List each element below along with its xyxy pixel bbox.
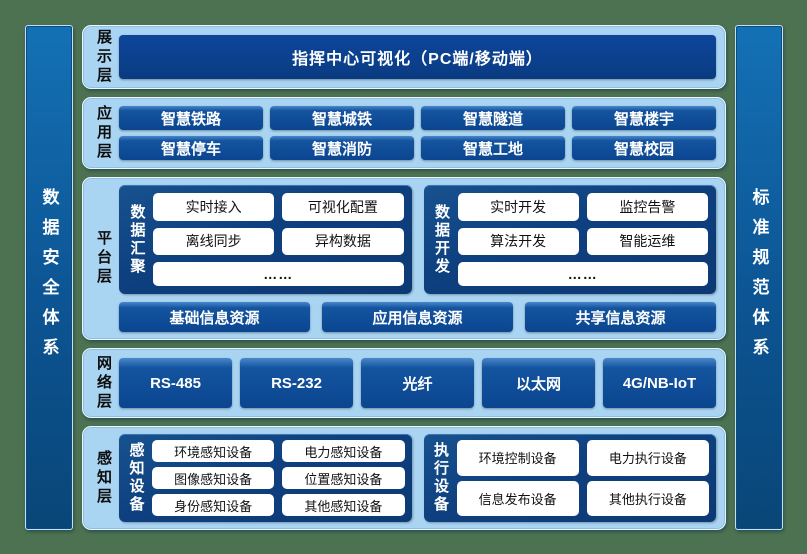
- device-chip: 其他感知设备: [282, 494, 405, 516]
- app-item: 智慧楼宇: [572, 106, 716, 130]
- network-grid: RS-485 RS-232 光纤 以太网 4G/NB-IoT: [119, 356, 716, 410]
- resource-bar: 基础信息资源: [119, 302, 310, 332]
- resource-row: 基础信息资源 应用信息资源 共享信息资源: [119, 302, 716, 332]
- device-chip: 图像感知设备: [152, 467, 275, 489]
- capability-chip: 离线同步: [153, 227, 275, 256]
- layer-application-label-box: 应用层: [88, 104, 119, 162]
- layers-column: 展示层 指挥中心可视化（PC端/移动端） 应用层 智慧铁路 智慧城铁 智慧隧道 …: [82, 25, 726, 530]
- device-chip: 电力感知设备: [282, 440, 405, 462]
- layer-platform: 平台层 数据汇聚 实时接入 可视化配置 离线同步 异构数据 ……: [82, 177, 726, 340]
- group-sensing-devices: 感知设备 环境感知设备 电力感知设备 图像感知设备 位置感知设备 身份感知设备 …: [119, 434, 412, 522]
- group-data-aggregation-title-box: 数据汇聚: [125, 193, 149, 286]
- network-item: RS-232: [240, 358, 353, 408]
- group-execution-devices: 执行设备 环境控制设备 电力执行设备 信息发布设备 其他执行设备: [423, 434, 716, 522]
- pillar-standards-label: 标准规范体系: [749, 187, 769, 368]
- device-chip: 环境控制设备: [456, 440, 579, 476]
- layer-display-label-box: 展示层: [88, 29, 119, 86]
- more-chip: ……: [457, 262, 708, 286]
- group-data-aggregation-title: 数据汇聚: [128, 203, 146, 276]
- pillar-standards: 标准规范体系: [735, 25, 783, 530]
- network-item: RS-485: [119, 358, 232, 408]
- group-execution-title: 执行设备: [432, 442, 449, 514]
- device-chip: 信息发布设备: [456, 480, 579, 516]
- device-chip: 身份感知设备: [152, 494, 275, 516]
- network-item: 4G/NB-IoT: [603, 358, 716, 408]
- app-item: 智慧铁路: [119, 106, 263, 130]
- app-item: 智慧隧道: [421, 106, 565, 130]
- app-item: 智慧校园: [572, 136, 716, 160]
- network-item: 以太网: [482, 358, 595, 408]
- group-sensing-title-box: 感知设备: [124, 440, 148, 516]
- device-chip: 电力执行设备: [586, 440, 709, 476]
- resource-bar: 共享信息资源: [525, 302, 716, 332]
- resource-bar: 应用信息资源: [322, 302, 513, 332]
- pillar-data-security-label: 数据安全体系: [39, 187, 59, 368]
- group-data-development-title: 数据开发: [433, 203, 450, 276]
- device-chip: 位置感知设备: [282, 467, 405, 489]
- capability-chip: 实时开发: [457, 193, 579, 221]
- capability-chip: 算法开发: [457, 227, 579, 256]
- group-execution-title-box: 执行设备: [429, 440, 453, 516]
- capability-chip: 监控告警: [586, 193, 708, 221]
- layer-perception-label: 感知层: [95, 449, 112, 507]
- layer-perception-label-box: 感知层: [88, 434, 119, 522]
- capability-chip: 可视化配置: [282, 193, 404, 221]
- app-item: 智慧城铁: [270, 106, 414, 130]
- capability-chip: 异构数据: [282, 227, 404, 256]
- layer-application: 应用层 智慧铁路 智慧城铁 智慧隧道 智慧楼宇 智慧停车 智慧消防 智慧工地 智…: [82, 97, 726, 169]
- layer-application-label: 应用层: [95, 104, 112, 162]
- more-chip: ……: [153, 262, 404, 286]
- capability-chip: 智能运维: [586, 227, 708, 256]
- device-chip: 环境感知设备: [152, 440, 275, 462]
- app-item: 智慧工地: [421, 136, 565, 160]
- device-chip: 其他执行设备: [586, 480, 709, 516]
- layer-display: 展示层 指挥中心可视化（PC端/移动端）: [82, 25, 726, 89]
- group-data-development-title-box: 数据开发: [430, 193, 454, 286]
- network-item: 光纤: [361, 358, 474, 408]
- layer-platform-label-box: 平台层: [88, 185, 119, 332]
- app-item: 智慧消防: [270, 136, 414, 160]
- command-center-banner: 指挥中心可视化（PC端/移动端）: [119, 35, 716, 79]
- pillar-data-security: 数据安全体系: [25, 25, 73, 530]
- layer-platform-label: 平台层: [95, 230, 112, 287]
- group-sensing-title: 感知设备: [127, 442, 145, 514]
- group-data-aggregation: 数据汇聚 实时接入 可视化配置 离线同步 异构数据 ……: [119, 185, 412, 294]
- layer-network-label: 网络层: [95, 354, 112, 412]
- layer-network: 网络层 RS-485 RS-232 光纤 以太网 4G/NB-IoT: [82, 348, 726, 418]
- layer-display-label: 展示层: [95, 28, 112, 86]
- application-grid: 智慧铁路 智慧城铁 智慧隧道 智慧楼宇 智慧停车 智慧消防 智慧工地 智慧校园: [119, 105, 716, 161]
- group-data-development: 数据开发 实时开发 监控告警 算法开发 智能运维 ……: [423, 185, 716, 294]
- app-item: 智慧停车: [119, 136, 263, 160]
- layer-network-label-box: 网络层: [88, 354, 119, 412]
- layer-perception: 感知层 感知设备 环境感知设备 电力感知设备 图像感知设备 位置感知设备 身份感…: [82, 426, 726, 530]
- capability-chip: 实时接入: [153, 193, 275, 221]
